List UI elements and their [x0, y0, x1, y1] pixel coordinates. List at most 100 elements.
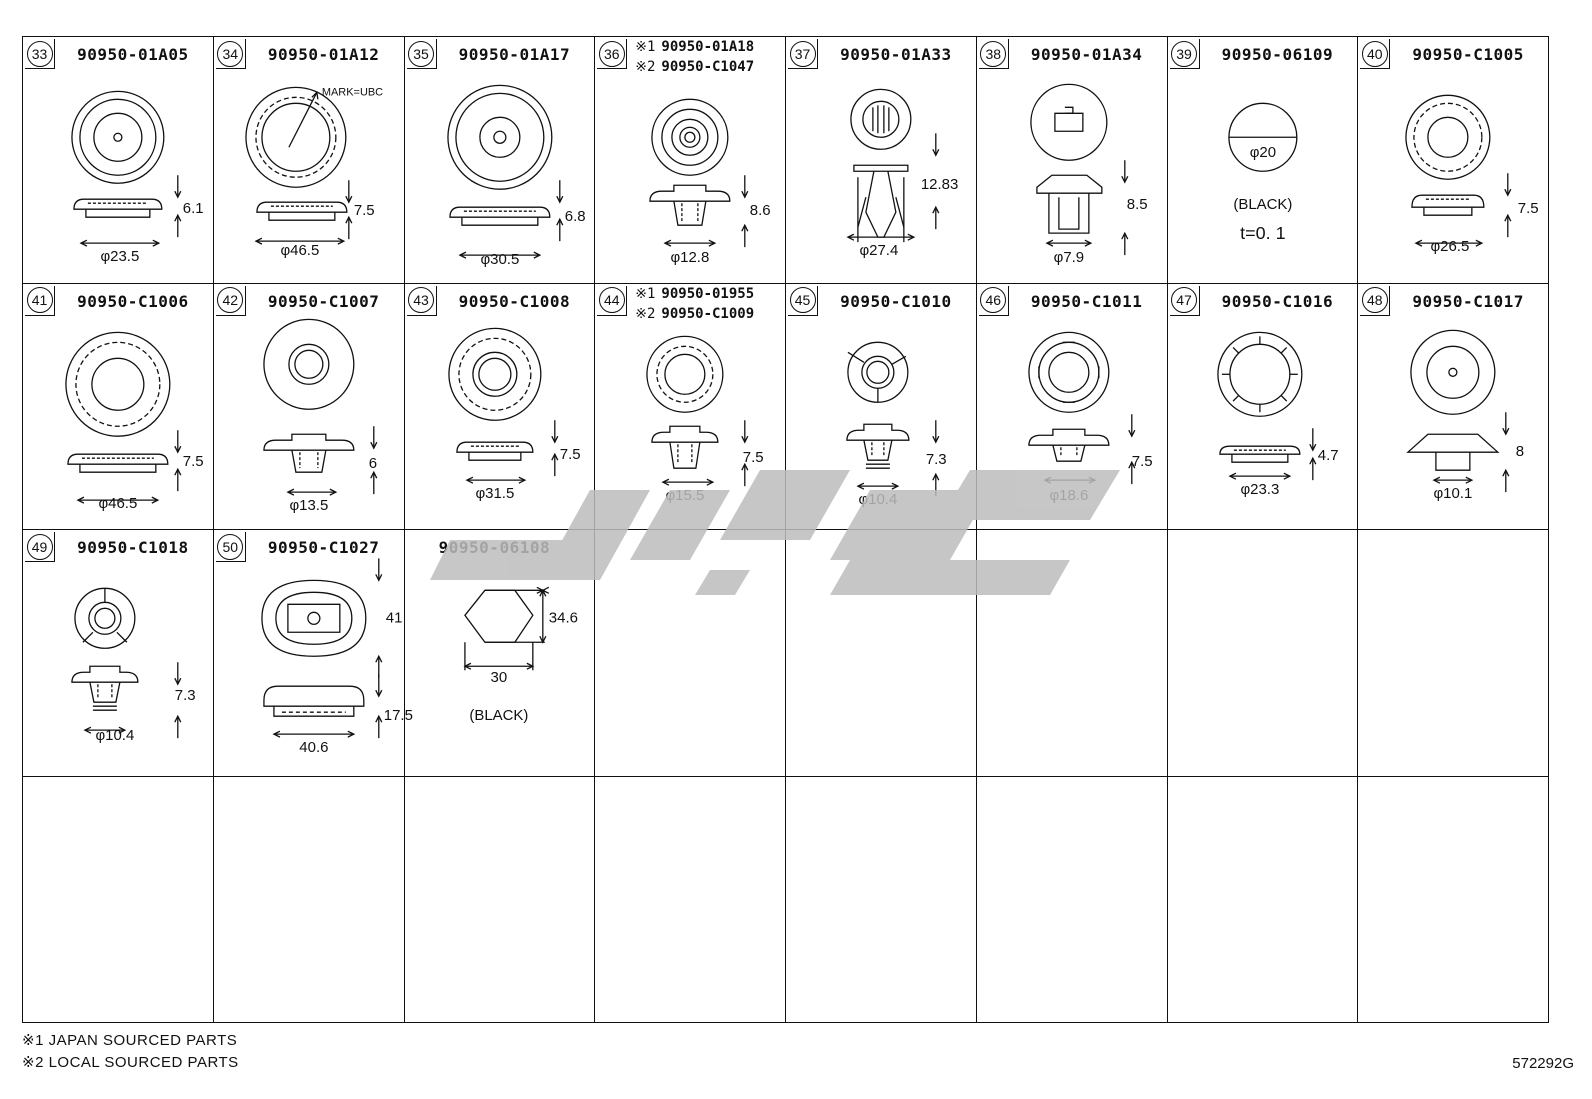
diameter-dim: φ10.4 — [858, 491, 897, 508]
footnote-japan: ※1 JAPAN SOURCED PARTS — [22, 1032, 238, 1049]
part-number: 90950-01A05 — [77, 45, 189, 64]
item-number: 48 — [1361, 287, 1388, 313]
empty-cell — [404, 776, 596, 1023]
diameter-dim: φ10.4 — [95, 727, 134, 744]
height-dim: 7.3 — [926, 451, 947, 468]
part-number: 90950-06109 — [1221, 45, 1334, 64]
item-number-box: 46 — [978, 285, 1009, 316]
item-number: 39 — [1171, 40, 1197, 67]
item-number: 36 — [598, 40, 625, 67]
width-dim: 30 — [490, 669, 507, 686]
thickness-dim: t=0. 1 — [1240, 223, 1285, 243]
item-number: 41 — [26, 287, 53, 313]
part-number: 90950-C1018 — [77, 538, 189, 557]
diameter-dim: φ46.5 — [280, 242, 319, 259]
diameter-dim: φ26.5 — [1431, 238, 1470, 255]
part-drawing: 34.630(BLACK) — [462, 586, 577, 724]
empty-cell — [1358, 530, 1549, 777]
part-drawing: 8.5φ7.9 — [1030, 83, 1147, 266]
part-drawing: 7.3 φ10.4 — [71, 587, 196, 744]
depth-dim: 17.5 — [384, 707, 413, 724]
height-dim: 8 — [1516, 443, 1524, 460]
item-number-box: 50 — [215, 532, 246, 562]
part-number: 90950-C1008 — [458, 291, 571, 311]
part-number: 90950-01A12 — [267, 45, 380, 64]
part-number: 90950-C1016 — [1221, 291, 1334, 311]
item-number-box: 39 — [1169, 39, 1200, 69]
empty-cell — [23, 776, 214, 1023]
diameter-dim: φ23.5 — [100, 248, 139, 265]
alternate-line: ※1 90950-01955 — [635, 284, 754, 304]
height-dim: 8.6 — [750, 202, 771, 219]
part-number: 90950-C1009 — [661, 305, 755, 322]
empty-cell — [595, 776, 786, 1023]
part-drawing: 7.3 φ10.4 — [846, 341, 947, 508]
height-dim: 4.7 — [1317, 447, 1338, 464]
part-number: 90950-01955 — [661, 285, 755, 302]
item-number-box: 43 — [406, 285, 437, 316]
source-tag: ※1 — [635, 39, 656, 55]
item-number-box: 41 — [25, 285, 55, 316]
empty-cell — [786, 530, 977, 777]
part-number: 90950-C1005 — [1412, 45, 1524, 64]
part-drawing: φ20 (BLACK) t=0. 1 — [1227, 102, 1297, 243]
height-dim: 7.5 — [183, 453, 204, 470]
height-dim: 34.6 — [548, 609, 577, 626]
source-tag: ※2 — [635, 59, 656, 75]
alternate-line: ※2 90950-C1009 — [635, 304, 754, 324]
item-number-box: 44 — [597, 285, 628, 316]
part-cell-39: 39 90950-06109 φ20 (BLACK) t=0. 1 — [1167, 37, 1359, 284]
item-number-box: 34 — [215, 39, 246, 69]
item-number-box: 40 — [1360, 39, 1391, 69]
empty-cell — [976, 776, 1168, 1023]
item-number-box: 36 — [597, 39, 628, 69]
width-dim: 40.6 — [299, 739, 328, 756]
item-number-box: 35 — [406, 39, 437, 69]
empty-cell — [786, 776, 977, 1023]
empty-cell — [1167, 530, 1359, 777]
part-number: 90950-01A33 — [840, 45, 952, 64]
part-number: 90950-C1011 — [1030, 291, 1143, 311]
part-drawing: 4.7 φ23.3 — [1216, 331, 1338, 498]
item-number: 49 — [26, 533, 53, 560]
diameter-dim: φ15.5 — [666, 487, 705, 504]
item-number: 35 — [408, 40, 434, 67]
item-number: 37 — [789, 40, 816, 67]
part-number-alternates: ※1 90950-01955 ※2 90950-C1009 — [635, 284, 754, 324]
diameter-dim: φ12.8 — [671, 249, 710, 266]
diameter-dim: φ27.4 — [859, 242, 898, 259]
diameter-dim: φ20 — [1249, 144, 1275, 161]
part-drawing: 7.5 φ15.5 — [646, 335, 764, 504]
source-tag: ※1 — [635, 285, 656, 302]
height-dim: 7.3 — [175, 687, 196, 704]
diameter-dim: φ31.5 — [475, 485, 514, 502]
source-tag: ※2 — [635, 305, 656, 322]
item-number-box: 37 — [788, 39, 818, 69]
item-number: 34 — [217, 40, 244, 67]
item-number: 42 — [217, 287, 244, 313]
color-note: (BLACK) — [1233, 196, 1292, 213]
item-number: 44 — [598, 287, 625, 313]
part-number: 90950-C1006 — [77, 291, 189, 311]
diameter-dim: φ23.3 — [1240, 481, 1279, 498]
item-number-box: 33 — [25, 39, 55, 69]
height-dim: 7.5 — [743, 449, 764, 466]
empty-cell — [1167, 776, 1359, 1023]
